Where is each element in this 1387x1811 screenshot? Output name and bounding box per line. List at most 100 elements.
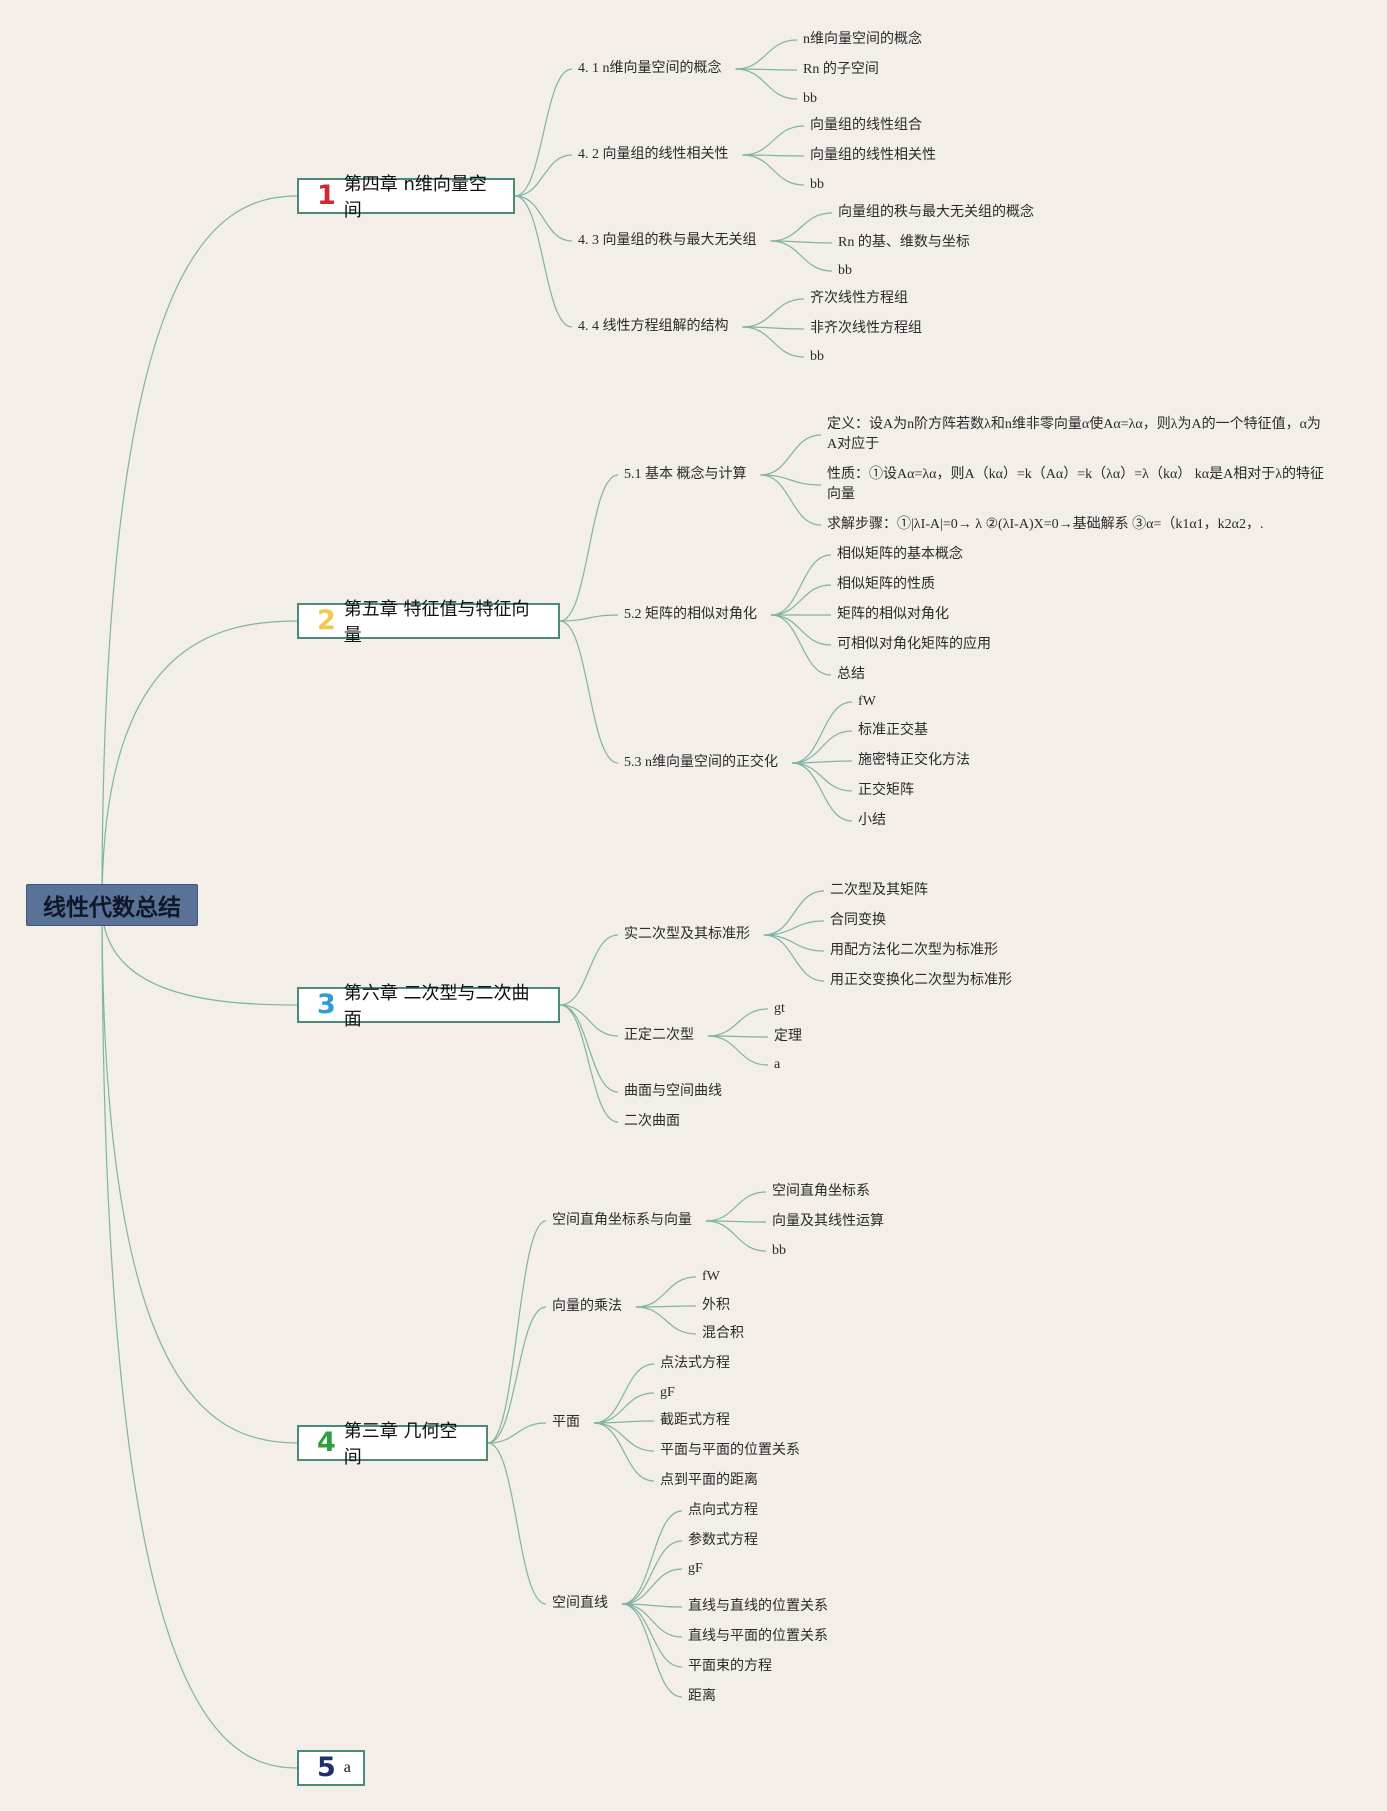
chapter-2-to-section-5-1-line — [559, 474, 619, 622]
leaf-4-4-2[interactable]: 非齐次线性方程组 — [810, 321, 922, 336]
section-6-2-to-leaf-2-line — [707, 1035, 769, 1038]
section-3-1-to-leaf-2-line — [705, 1220, 767, 1223]
chapter-5-node[interactable]: 5 a — [297, 1750, 365, 1786]
section-4-1-to-leaf-3-line — [735, 68, 798, 100]
leaf-6-1-2[interactable]: 合同变换 — [830, 913, 886, 928]
leaf-6-2-1[interactable]: gt — [774, 1001, 785, 1016]
section-3-1-to-leaf-1-line — [705, 1191, 767, 1222]
leaf-5-3-4[interactable]: 正交矩阵 — [858, 783, 914, 798]
leaf-5-1-2[interactable]: 性质：①设Aα=λα，则A（kα）=k（Aα）=k（λα）=λ（kα） kα是A… — [827, 467, 1325, 502]
leaf-5-3-1[interactable]: fW — [858, 694, 876, 709]
leaf-3-4-6[interactable]: 平面束的方程 — [688, 1659, 772, 1674]
section-4-1-to-leaf-2-line — [735, 68, 798, 71]
leaf-5-2-1[interactable]: 相似矩阵的基本概念 — [837, 547, 963, 562]
section-3-4-to-leaf-6-line — [621, 1603, 683, 1668]
leaf-4-1-2[interactable]: Rn 的子空间 — [803, 62, 879, 77]
section-4-2-to-leaf-3-line — [742, 154, 805, 186]
section-4-3[interactable]: 4. 3 向量组的秩与最大无关组 — [578, 233, 757, 248]
section-6-4[interactable]: 二次曲面 — [624, 1114, 680, 1129]
leaf-3-3-2[interactable]: gF — [660, 1385, 675, 1400]
leaf-4-4-3[interactable]: bb — [810, 349, 824, 364]
leaf-5-1-3[interactable]: 求解步骤：①|λI-A|=0→ λ ②(λI-A)X=0→基础解系 ③α=（k1… — [827, 517, 1264, 532]
leaf-3-4-7[interactable]: 距离 — [688, 1689, 716, 1704]
leaf-3-1-3[interactable]: bb — [772, 1243, 786, 1258]
leaf-6-2-3[interactable]: a — [774, 1057, 781, 1072]
section-6-1[interactable]: 实二次型及其标准形 — [624, 927, 750, 942]
leaf-3-1-1[interactable]: 空间直角坐标系 — [772, 1184, 870, 1199]
section-4-1-to-leaf-1-line — [735, 39, 798, 70]
section-5-3-to-leaf-3-line — [791, 760, 853, 764]
section-5-2-to-leaf-4-line — [770, 614, 832, 646]
section-6-2[interactable]: 正定二次型 — [624, 1028, 694, 1043]
chapter-3-to-section-6-1-line — [559, 934, 619, 1006]
section-3-4[interactable]: 空间直线 — [552, 1596, 608, 1611]
section-5-3[interactable]: 5.3 n维向量空间的正交化 — [624, 755, 778, 770]
leaf-3-4-3[interactable]: gF — [688, 1561, 703, 1576]
section-4-2-to-leaf-1-line — [742, 125, 805, 156]
leaf-3-3-5[interactable]: 点到平面的距离 — [660, 1473, 758, 1488]
section-5-1-to-leaf-3-line — [760, 474, 822, 526]
leaf-5-2-4[interactable]: 可相似对角化矩阵的应用 — [837, 637, 991, 652]
chapter-4-node[interactable]: 4 第三章 几何空间 — [297, 1421, 488, 1468]
leaf-6-2-2[interactable]: 定理 — [774, 1029, 802, 1044]
section-3-3-to-leaf-2-line — [593, 1392, 655, 1424]
leaf-3-4-1[interactable]: 点向式方程 — [688, 1503, 758, 1518]
leaf-3-2-2[interactable]: 外积 — [702, 1298, 730, 1313]
chapter-2-node[interactable]: 2 第五章 特征值与特征向量 — [297, 599, 560, 646]
leaf-6-1-3[interactable]: 用配方法化二次型为标准形 — [830, 943, 998, 958]
leaf-5-3-3[interactable]: 施密特正交化方法 — [858, 753, 970, 768]
section-6-3[interactable]: 曲面与空间曲线 — [624, 1084, 722, 1099]
section-4-4[interactable]: 4. 4 线性方程组解的结构 — [578, 319, 729, 334]
leaf-5-2-3[interactable]: 矩阵的相似对角化 — [837, 607, 949, 622]
chapter-2-title: 第五章 特征值与特征向量 — [343, 599, 530, 646]
leaf-3-1-2[interactable]: 向量及其线性运算 — [772, 1214, 884, 1229]
leaf-3-4-5[interactable]: 直线与平面的位置关系 — [688, 1629, 828, 1644]
root-to-chapter-2-line — [101, 620, 298, 906]
leaf-4-1-1[interactable]: n维向量空间的概念 — [803, 32, 922, 47]
root-node[interactable]: 线性代数总结 — [26, 884, 198, 926]
leaf-4-4-1[interactable]: 齐次线性方程组 — [810, 291, 908, 306]
leaf-3-3-4[interactable]: 平面与平面的位置关系 — [660, 1443, 800, 1458]
chapter-4-to-section-3-3-line — [487, 1422, 547, 1444]
leaf-4-3-2[interactable]: Rn 的基、维数与坐标 — [838, 235, 970, 250]
leaf-4-2-3[interactable]: bb — [810, 177, 824, 192]
leaf-5-3-5[interactable]: 小结 — [858, 813, 886, 828]
leaf-4-2-2[interactable]: 向量组的线性相关性 — [810, 148, 936, 163]
leaf-3-2-3[interactable]: 混合积 — [702, 1326, 744, 1341]
leaf-4-3-3[interactable]: bb — [838, 263, 852, 278]
leaf-5-1-1[interactable]: 定义：设A为n阶方阵若数λ和n维非零向量α使Aα=λα，则λ为A的一个特征值，α… — [827, 417, 1321, 452]
chapter-1-to-section-4-2-line — [514, 154, 573, 197]
root-to-chapter-5-line — [101, 904, 298, 1769]
chapter-3-to-section-6-3-line — [559, 1004, 619, 1093]
leaf-4-2-1[interactable]: 向量组的线性组合 — [810, 118, 922, 133]
chapter-1-node[interactable]: 1 第四章 n维向量空间 — [297, 174, 515, 221]
section-3-4-to-leaf-5-line — [621, 1603, 683, 1638]
section-4-2-to-leaf-2-line — [742, 154, 805, 157]
leaf-4-3-1[interactable]: 向量组的秩与最大无关组的概念 — [838, 205, 1034, 220]
section-4-2[interactable]: 4. 2 向量组的线性相关性 — [578, 147, 729, 162]
leaf-3-3-3[interactable]: 截距式方程 — [660, 1413, 730, 1428]
section-3-3-to-leaf-5-line — [593, 1422, 655, 1482]
leaf-3-4-2[interactable]: 参数式方程 — [688, 1533, 758, 1548]
leaf-4-1-3[interactable]: bb — [803, 91, 817, 106]
section-5-1[interactable]: 5.1 基本 概念与计算 — [624, 467, 747, 482]
section-3-3[interactable]: 平面 — [552, 1415, 580, 1430]
leaf-3-4-4[interactable]: 直线与直线的位置关系 — [688, 1599, 828, 1614]
leaf-5-3-2[interactable]: 标准正交基 — [858, 723, 928, 738]
chapter-4-to-section-3-1-line — [487, 1220, 547, 1444]
leaf-5-2-2[interactable]: 相似矩阵的性质 — [837, 577, 935, 592]
leaf-3-3-1[interactable]: 点法式方程 — [660, 1356, 730, 1371]
leaf-5-2-5[interactable]: 总结 — [837, 667, 865, 682]
section-3-4-to-leaf-3-line — [621, 1568, 683, 1605]
section-6-1-to-leaf-3-line — [763, 934, 825, 952]
leaf-6-1-4[interactable]: 用正交变换化二次型为标准形 — [830, 973, 1012, 988]
chapter-3-node[interactable]: 3 第六章 二次型与二次曲面 — [297, 983, 560, 1030]
leaf-3-2-1[interactable]: fW — [702, 1269, 720, 1284]
section-4-3-to-leaf-3-line — [770, 240, 833, 272]
section-3-1[interactable]: 空间直角坐标系与向量 — [552, 1213, 692, 1228]
section-5-2[interactable]: 5.2 矩阵的相似对角化 — [624, 607, 757, 622]
section-3-2[interactable]: 向量的乘法 — [552, 1299, 622, 1314]
leaf-6-1-1[interactable]: 二次型及其矩阵 — [830, 883, 928, 898]
section-4-1[interactable]: 4. 1 n维向量空间的概念 — [578, 61, 722, 76]
section-4-3-to-leaf-1-line — [770, 212, 833, 242]
